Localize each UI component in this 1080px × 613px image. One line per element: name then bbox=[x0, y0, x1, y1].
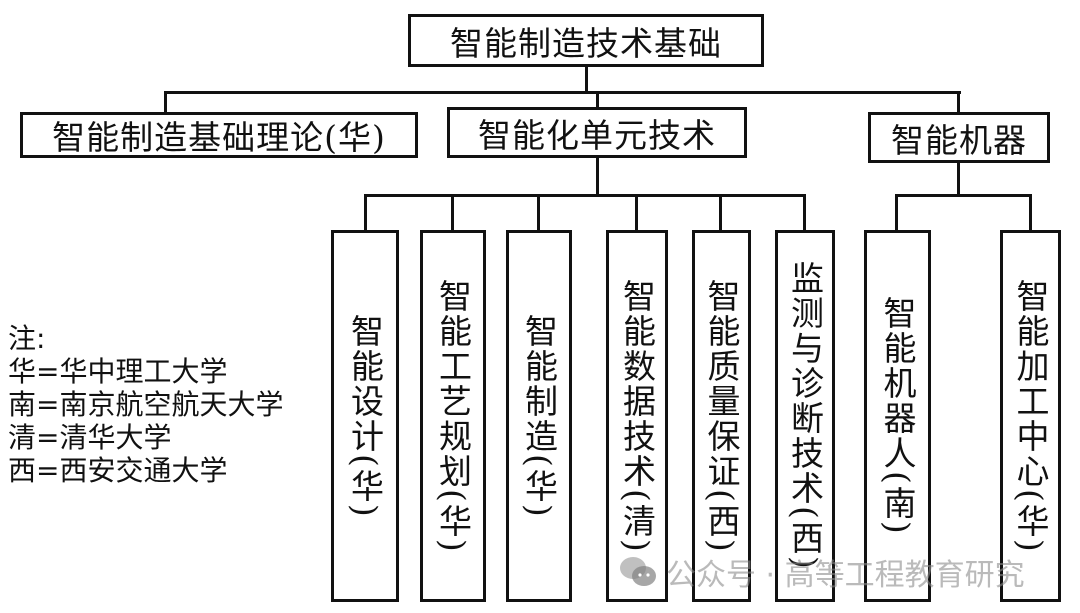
node-robot: 智能机器人(南) bbox=[864, 230, 931, 602]
node-process-planning: 智能工艺规划(华) bbox=[420, 230, 486, 602]
connector bbox=[895, 194, 898, 232]
connector bbox=[364, 194, 806, 197]
node-quality: 智能质量保证(西) bbox=[692, 230, 751, 602]
node-label: 智能质量保证(西) bbox=[702, 278, 741, 554]
node-theory: 智能制造基础理论(华) bbox=[20, 112, 418, 158]
connector bbox=[957, 161, 960, 196]
root-node: 智能制造技术基础 bbox=[408, 14, 764, 67]
connector bbox=[164, 91, 167, 113]
node-smart-manufacturing: 智能制造(华) bbox=[506, 230, 572, 602]
note-line: 西=西安交通大学 bbox=[8, 454, 228, 487]
connector bbox=[957, 91, 960, 113]
connector bbox=[719, 194, 722, 232]
note-line: 华=华中理工大学 bbox=[8, 355, 228, 388]
node-label: 智能数据技术(清) bbox=[617, 278, 657, 554]
node-label: 监测与诊断技术(西) bbox=[785, 261, 825, 571]
connector bbox=[451, 194, 454, 232]
node-label: 智能机器 bbox=[891, 120, 1027, 160]
connector bbox=[585, 66, 588, 93]
note-title: 注: bbox=[8, 322, 46, 355]
connector bbox=[1029, 194, 1032, 232]
node-machines: 智能机器 bbox=[868, 112, 1050, 163]
connector bbox=[537, 194, 540, 232]
node-label: 智能制造基础理论(华) bbox=[52, 118, 386, 157]
connector bbox=[635, 194, 638, 232]
connector bbox=[803, 194, 806, 232]
connector bbox=[895, 194, 1032, 197]
node-label: 智能机器人(南) bbox=[878, 296, 917, 536]
watermark: 公众号 · 高等工程教育研究 bbox=[618, 550, 1025, 594]
node-label: 智能工艺规划(华) bbox=[433, 278, 473, 554]
node-machining-center: 智能加工中心(华) bbox=[1000, 230, 1061, 602]
node-data-tech: 智能数据技术(清) bbox=[606, 230, 668, 602]
note-line: 清=清华大学 bbox=[8, 421, 172, 454]
watermark-text: 公众号 · 高等工程教育研究 bbox=[666, 558, 1025, 593]
connector bbox=[596, 91, 599, 109]
legend-note: 注: 华=华中理工大学 南=南京航空航天大学 清=清华大学 西=西安交通大学 bbox=[8, 322, 283, 487]
node-label: 智能制造(华) bbox=[519, 313, 559, 519]
wechat-icon bbox=[620, 557, 656, 586]
node-label: 智能设计(华) bbox=[345, 313, 385, 519]
node-unit-tech: 智能化单元技术 bbox=[447, 107, 747, 158]
node-label: 智能化单元技术 bbox=[478, 115, 716, 155]
connector bbox=[364, 194, 367, 232]
node-smart-design: 智能设计(华) bbox=[331, 230, 399, 602]
node-label: 智能加工中心(华) bbox=[1011, 278, 1050, 554]
node-monitoring: 监测与诊断技术(西) bbox=[775, 230, 835, 602]
connector bbox=[596, 156, 599, 196]
node-label: 智能制造技术基础 bbox=[450, 23, 722, 63]
connector bbox=[164, 91, 961, 94]
note-line: 南=南京航空航天大学 bbox=[8, 388, 284, 421]
